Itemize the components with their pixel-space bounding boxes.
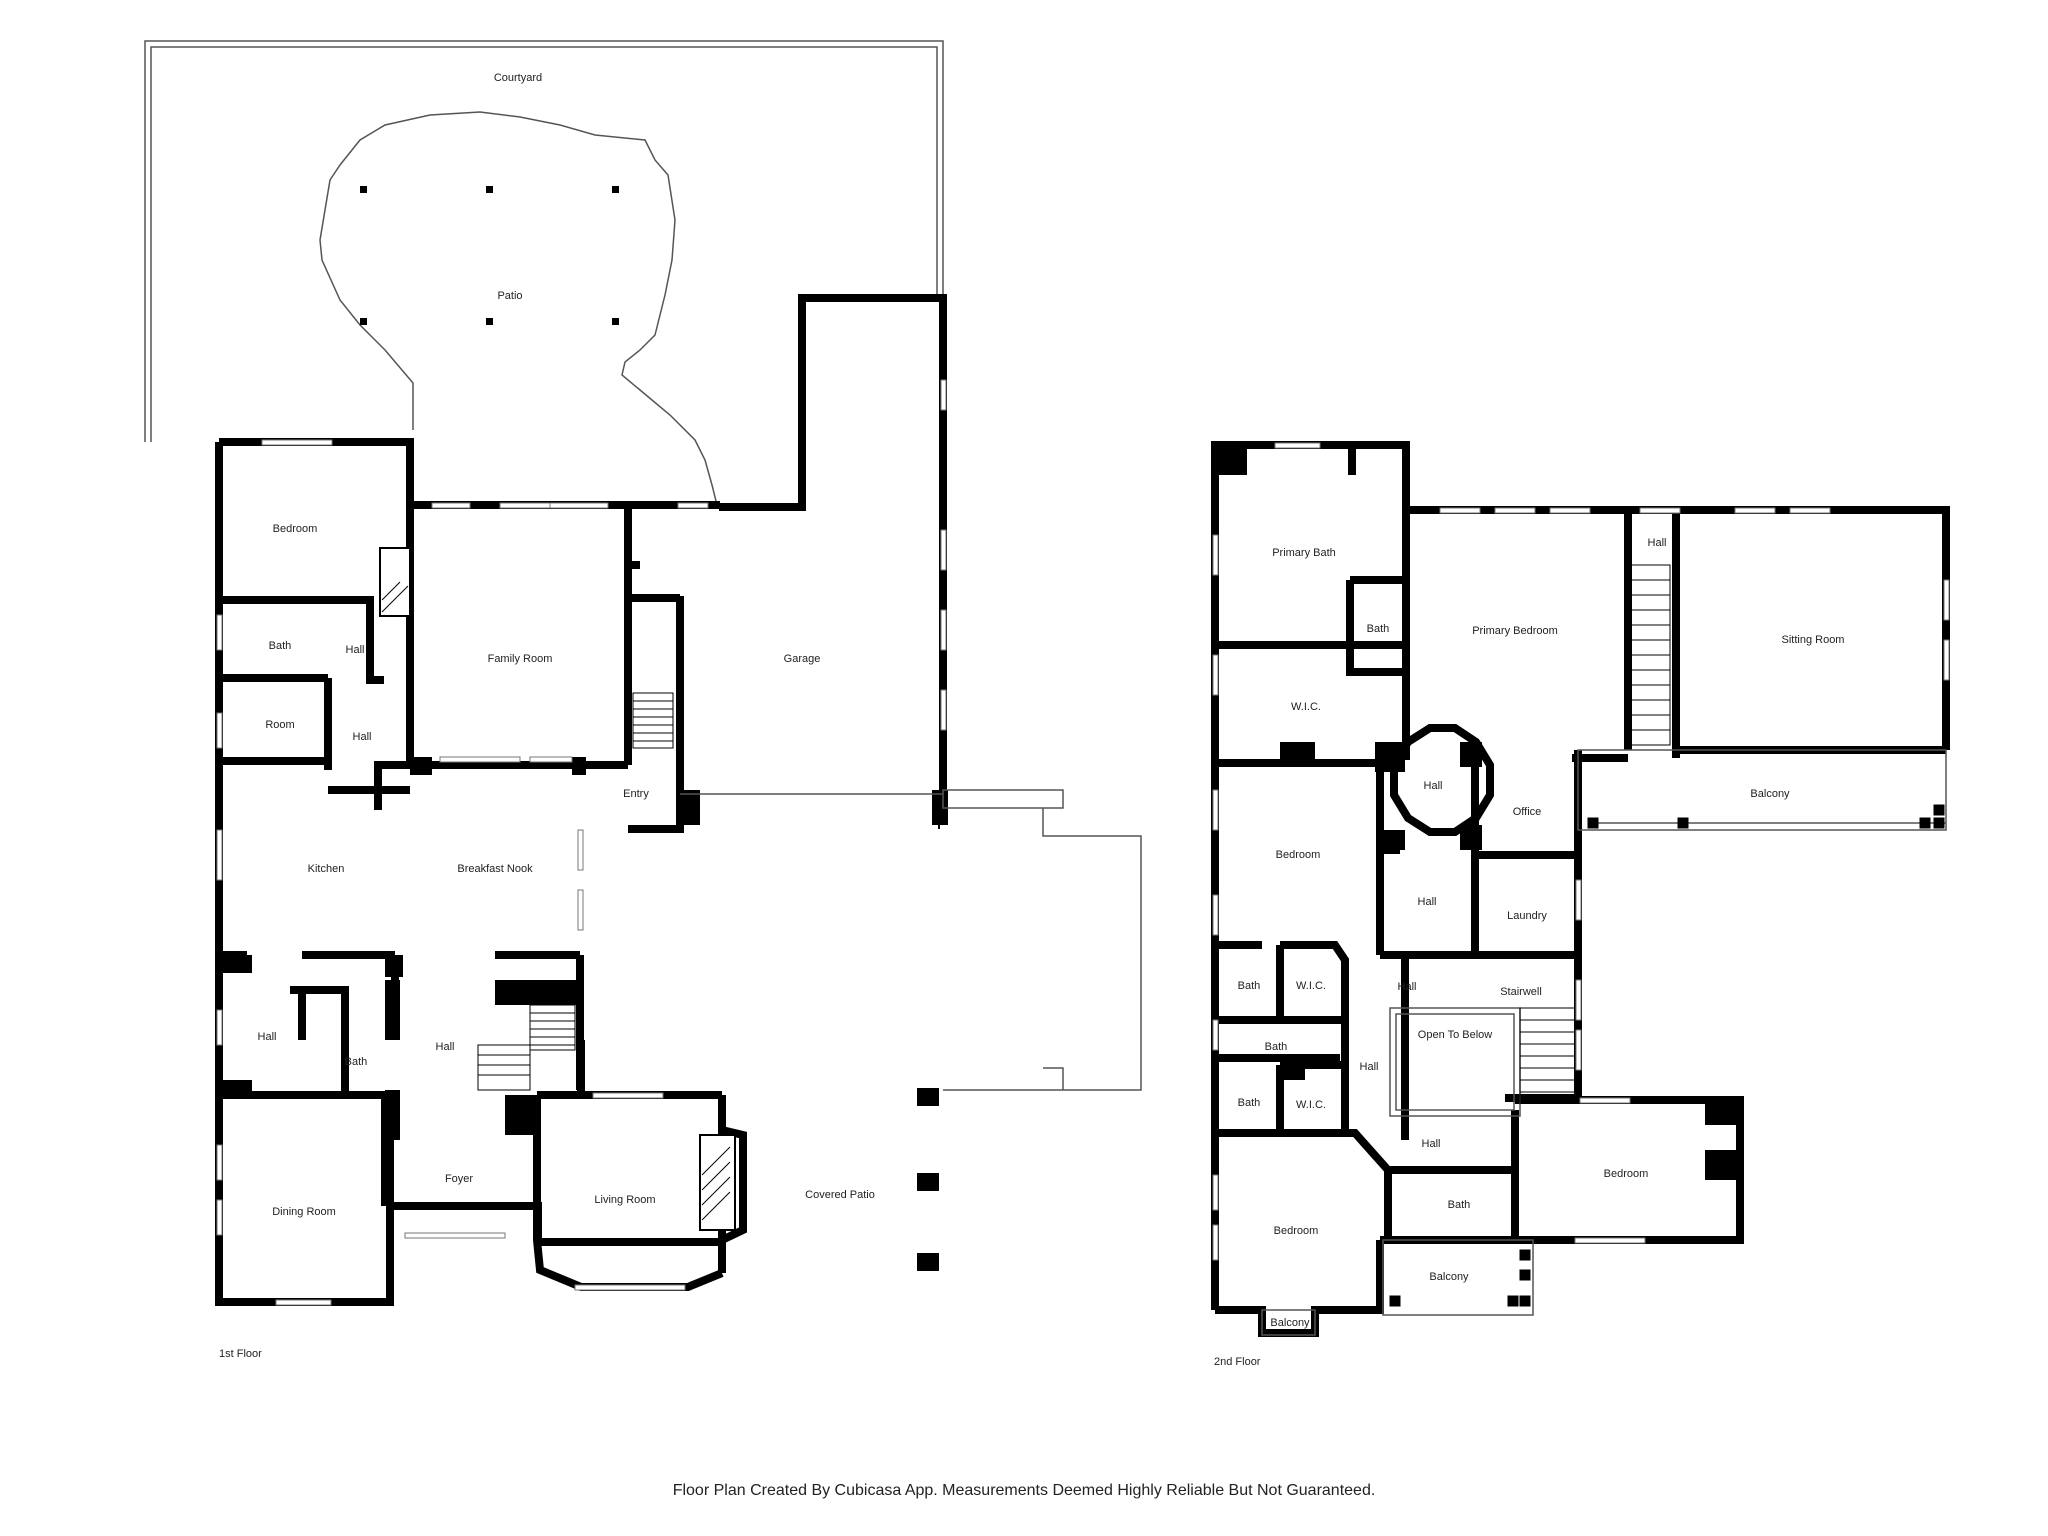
room-label: Balcony [1750,788,1790,800]
balcony-posts [1389,804,1945,1307]
floor-title-2: 2nd Floor [1214,1356,1261,1368]
room-label: Primary Bath [1272,547,1336,559]
room-label: W.I.C. [1296,1099,1326,1111]
room-label: Hall [1418,896,1437,908]
room-label: Bath [1448,1199,1471,1211]
first-floor-plan: Courtyard Patio Bedroom Bath Hall Room H… [144,40,1142,1360]
room-label: Covered Patio [805,1189,875,1201]
room-label: Balcony [1270,1317,1310,1329]
room-label: Living Room [594,1194,655,1206]
fireplaces [379,547,736,1231]
room-label: W.I.C. [1296,980,1326,992]
room-label: Bedroom [1276,849,1321,861]
room-label: Open To Below [1418,1029,1492,1041]
room-label: Hall [1422,1138,1441,1150]
disclaimer-caption: Floor Plan Created By Cubicasa App. Meas… [672,1482,1376,1499]
second-floor-stairs [1519,564,1671,1104]
round-hall-walls [1390,724,1494,836]
room-label: Foyer [445,1173,473,1185]
room-label: Bath [1367,623,1390,635]
room-label: Hall [258,1031,277,1043]
first-floor-walls [215,294,947,1306]
room-label: Room [265,719,294,731]
room-label: Bedroom [1604,1168,1649,1180]
floor-title-1: 1st Floor [219,1348,262,1360]
room-label: Bath [1238,980,1261,992]
room-label: Bedroom [273,523,318,535]
second-floor-plan: Primary Bath Bath W.I.C. Primary Bedroom… [1211,441,1950,1368]
second-floor-wall-blocks [1215,445,1740,1180]
first-floor-labels: Courtyard Patio Bedroom Bath Hall Room H… [258,72,875,1218]
room-label: Breakfast Nook [457,863,533,875]
room-label: Office [1513,806,1542,818]
room-label: Garage [784,653,821,665]
garage-apron [680,789,1142,1091]
first-floor-windows [216,379,947,1306]
room-label: Hall [1424,780,1443,792]
room-label: Bath [1238,1097,1261,1109]
room-label: Hall [1648,537,1667,549]
room-label: Dining Room [272,1206,336,1218]
room-label: Hall [1398,981,1417,993]
room-label: Patio [497,290,522,302]
first-floor-stairs [477,692,674,1091]
room-label: Courtyard [494,72,542,84]
room-label: W.I.C. [1291,701,1321,713]
room-label: Hall [436,1041,455,1053]
first-floor-wall-blocks [219,757,948,1271]
room-label: Hall [346,644,365,656]
room-label: Entry [623,788,649,800]
room-label: Balcony [1429,1271,1469,1283]
room-label: Bedroom [1274,1225,1319,1237]
fireplace-hatching [381,581,731,1221]
room-label: Kitchen [308,863,345,875]
patio-posts [360,186,619,325]
room-label: Sitting Room [1782,634,1845,646]
room-label: Primary Bedroom [1472,625,1558,637]
room-label: Bath [269,640,292,652]
room-label: Laundry [1507,910,1547,922]
room-label: Family Room [488,653,553,665]
second-floor-windows [1212,442,1950,1261]
room-label: Hall [353,731,372,743]
stairwell-area [1389,1007,1521,1117]
room-label: Stairwell [1500,986,1542,998]
patio-boundary [319,111,721,508]
courtyard-outline [144,40,944,442]
room-label: Hall [1360,1061,1379,1073]
room-label: Bath [1265,1041,1288,1053]
second-floor-labels: Primary Bath Bath W.I.C. Primary Bedroom… [1238,537,1845,1329]
room-label: Bath [345,1056,368,1068]
second-floor-balconies [1261,749,1947,1336]
